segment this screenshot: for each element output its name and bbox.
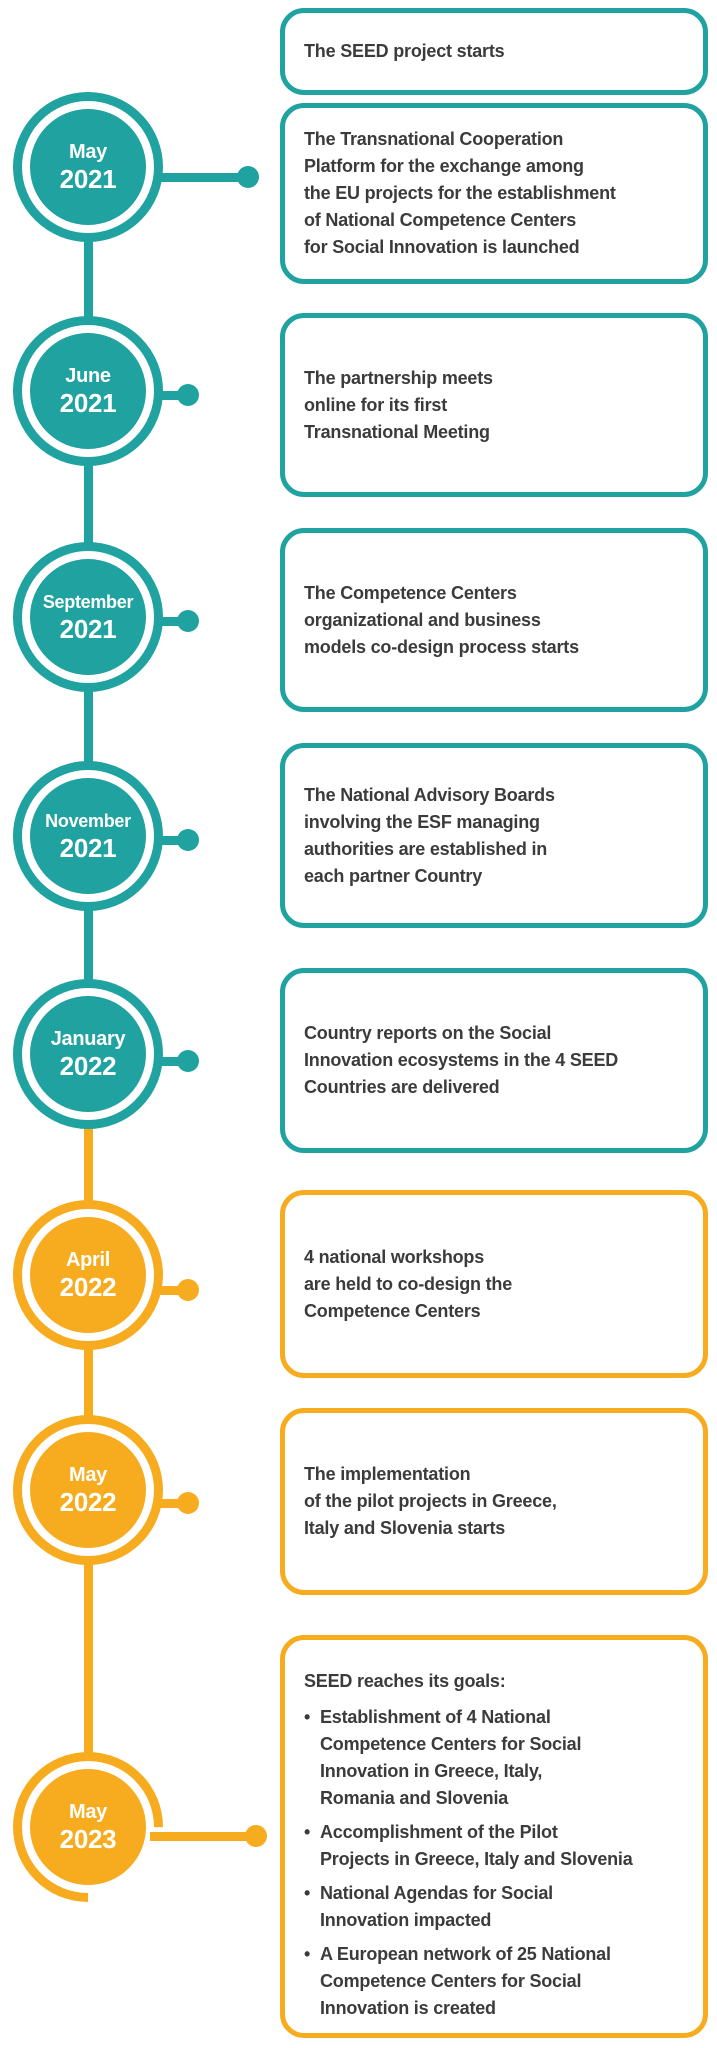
event-box-may-2021: The Transnational Cooperation Platform f… — [280, 103, 708, 284]
bullet-marker — [304, 1704, 320, 1812]
event-box-may-2022: The implementation of the pilot projects… — [280, 1408, 708, 1595]
connector-dot — [237, 166, 259, 188]
node-ring-may-2022 — [13, 1415, 163, 1565]
goal-text: Establishment of 4 National Competence C… — [320, 1707, 582, 1808]
goal-bullet: Accomplishment of the Pilot Projects in … — [304, 1819, 633, 1873]
connector-dot — [177, 1492, 199, 1514]
timeline-node-june-2021: June 2021 — [30, 333, 146, 449]
node-ring-april-2022 — [13, 1200, 163, 1350]
month-label: November — [45, 811, 131, 831]
timeline-node-may-2021: May 2021 — [30, 109, 146, 225]
timeline-connector — [154, 391, 188, 400]
bullet-marker — [304, 1941, 320, 2022]
year-label: 2021 — [59, 164, 117, 194]
vertical-line-segment — [84, 1348, 93, 1418]
event-text: The SEED project starts — [304, 41, 505, 61]
month-label: April — [65, 1249, 111, 1271]
timeline-connector — [154, 1057, 188, 1066]
event-text: Country reports on the Social Innovation… — [304, 1023, 619, 1097]
month-label: May — [68, 141, 107, 163]
event-box-june-2021: The partnership meets online for its fir… — [280, 313, 708, 497]
event-box-project-start: The SEED project starts — [280, 8, 708, 95]
goal-bullet: A European network of 25 National Compet… — [304, 1941, 611, 2022]
connector-dot — [177, 1279, 199, 1301]
goal-text: National Agendas for Social Innovation i… — [320, 1883, 553, 1930]
goal-text: Accomplishment of the Pilot Projects in … — [320, 1822, 633, 1869]
year-label: 2023 — [59, 1824, 117, 1854]
timeline-connector — [154, 1499, 188, 1508]
goals-title: SEED reaches its goals: — [304, 1671, 506, 1691]
timeline-node-may-2022: May 2022 — [30, 1432, 146, 1548]
year-label: 2021 — [59, 388, 117, 418]
year-label: 2021 — [59, 833, 117, 863]
timeline-node-november-2021: November 2021 — [30, 778, 146, 894]
timeline-connector — [150, 1832, 256, 1841]
bullet-marker — [304, 1819, 320, 1873]
month-label: September — [42, 592, 134, 612]
event-text: The National Advisory Boards involving t… — [304, 784, 555, 886]
vertical-line-segment — [84, 1127, 93, 1203]
timeline-connector — [154, 1286, 188, 1295]
timeline-connector — [154, 173, 250, 182]
connector-dot — [245, 1825, 267, 1847]
year-label: 2022 — [59, 1272, 117, 1302]
event-text: The partnership meets online for its fir… — [304, 367, 493, 442]
event-text: The Transnational Cooperation Platform f… — [304, 129, 616, 257]
timeline-node-january-2022: January 2022 — [30, 996, 146, 1112]
goal-text: A European network of 25 National Compet… — [320, 1944, 611, 2018]
year-label: 2021 — [59, 614, 117, 644]
timeline-node-may-2023: May 2023 — [30, 1769, 146, 1885]
vertical-line-segment — [84, 1563, 93, 1755]
connector-dot — [177, 829, 199, 851]
timeline-node-september-2021: September 2021 — [30, 559, 146, 675]
event-text: The Competence Centers organizational an… — [304, 582, 579, 657]
goal-bullet: Establishment of 4 National Competence C… — [304, 1704, 581, 1812]
goal-bullet: National Agendas for Social Innovation i… — [304, 1880, 553, 1934]
event-text: The implementation of the pilot projects… — [304, 1464, 557, 1538]
node-ring-may-2021 — [13, 92, 163, 242]
event-box-january-2022: Country reports on the Social Innovation… — [280, 968, 708, 1153]
vertical-line-segment — [84, 464, 93, 544]
event-box-april-2022: 4 national workshops are held to co-desi… — [280, 1190, 708, 1378]
timeline-connector — [154, 617, 188, 626]
connector-dot — [177, 1050, 199, 1072]
event-box-november-2021: The National Advisory Boards involving t… — [280, 743, 708, 928]
node-ring-january-2022 — [13, 979, 163, 1129]
connector-dot — [177, 384, 199, 406]
bullet-marker — [304, 1880, 320, 1934]
month-label: May — [68, 1801, 107, 1823]
month-label: January — [50, 1028, 126, 1050]
event-text: 4 national workshops are held to co-desi… — [304, 1246, 513, 1321]
month-label: May — [68, 1464, 107, 1486]
timeline-connector — [154, 836, 188, 845]
event-box-may-2023-goals: SEED reaches its goals: Establishment of… — [280, 1635, 708, 2038]
year-label: 2022 — [59, 1487, 117, 1517]
vertical-line-segment — [84, 238, 93, 320]
vertical-line-segment — [84, 909, 93, 982]
timeline-node-april-2022: April 2022 — [30, 1217, 146, 1333]
month-label: June — [65, 365, 111, 387]
event-box-september-2021: The Competence Centers organizational an… — [280, 528, 708, 712]
connector-dot — [177, 610, 199, 632]
vertical-line-segment — [84, 690, 93, 764]
year-label: 2022 — [59, 1051, 117, 1081]
